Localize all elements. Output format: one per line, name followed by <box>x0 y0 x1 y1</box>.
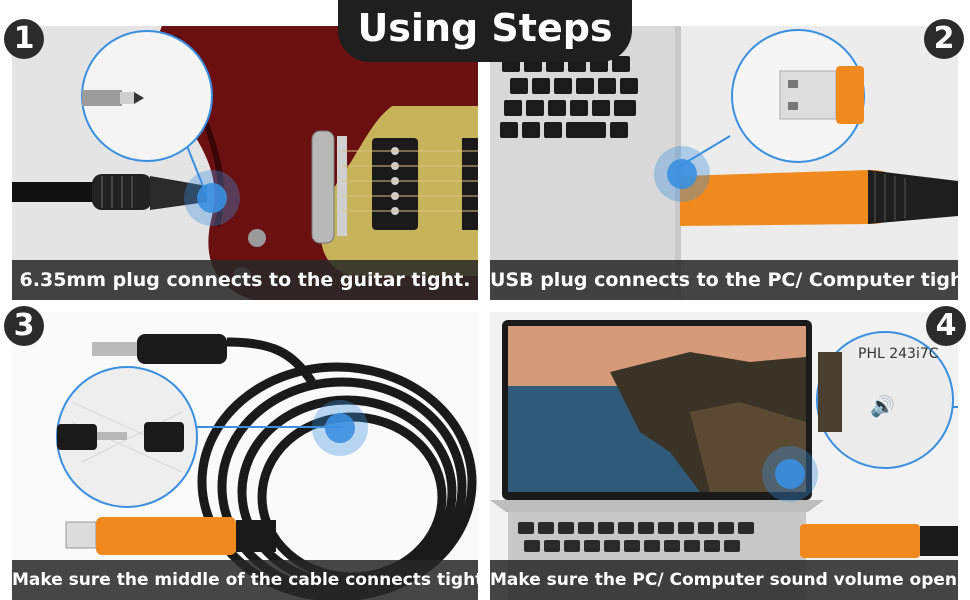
step-1-panel: 6.35mm plug connects to the guitar tight… <box>12 26 478 300</box>
step-4-caption: Make sure the PC/ Computer sound volume … <box>490 560 958 600</box>
page-title: Using Steps <box>338 0 632 62</box>
step-2-panel: USB plug connects to the PC/ Computer ti… <box>490 26 958 300</box>
step-1-number-badge: 1 <box>4 19 44 59</box>
step-1-caption: 6.35mm plug connects to the guitar tight… <box>12 260 478 300</box>
guitar-illustration <box>12 26 478 300</box>
usb-laptop-illustration <box>490 26 958 300</box>
cable-coil-illustration <box>56 334 477 600</box>
step-3-caption: Make sure the middle of the cable connec… <box>12 560 478 600</box>
monitor-label: PHL 243i7C <box>858 346 939 362</box>
step-4-number-badge: 4 <box>926 306 966 346</box>
step-3-panel: Make sure the middle of the cable connec… <box>12 312 478 600</box>
speaker-volume-icon: 🔊 <box>870 394 895 418</box>
step-3-number-badge: 3 <box>4 306 44 346</box>
step-2-caption: USB plug connects to the PC/ Computer ti… <box>490 260 958 300</box>
step-4-panel: PHL 243i7C 🔊 Make sure the PC/ Computer … <box>490 312 958 600</box>
step-2-number-badge: 2 <box>924 19 964 59</box>
laptop-volume-illustration <box>490 320 958 600</box>
